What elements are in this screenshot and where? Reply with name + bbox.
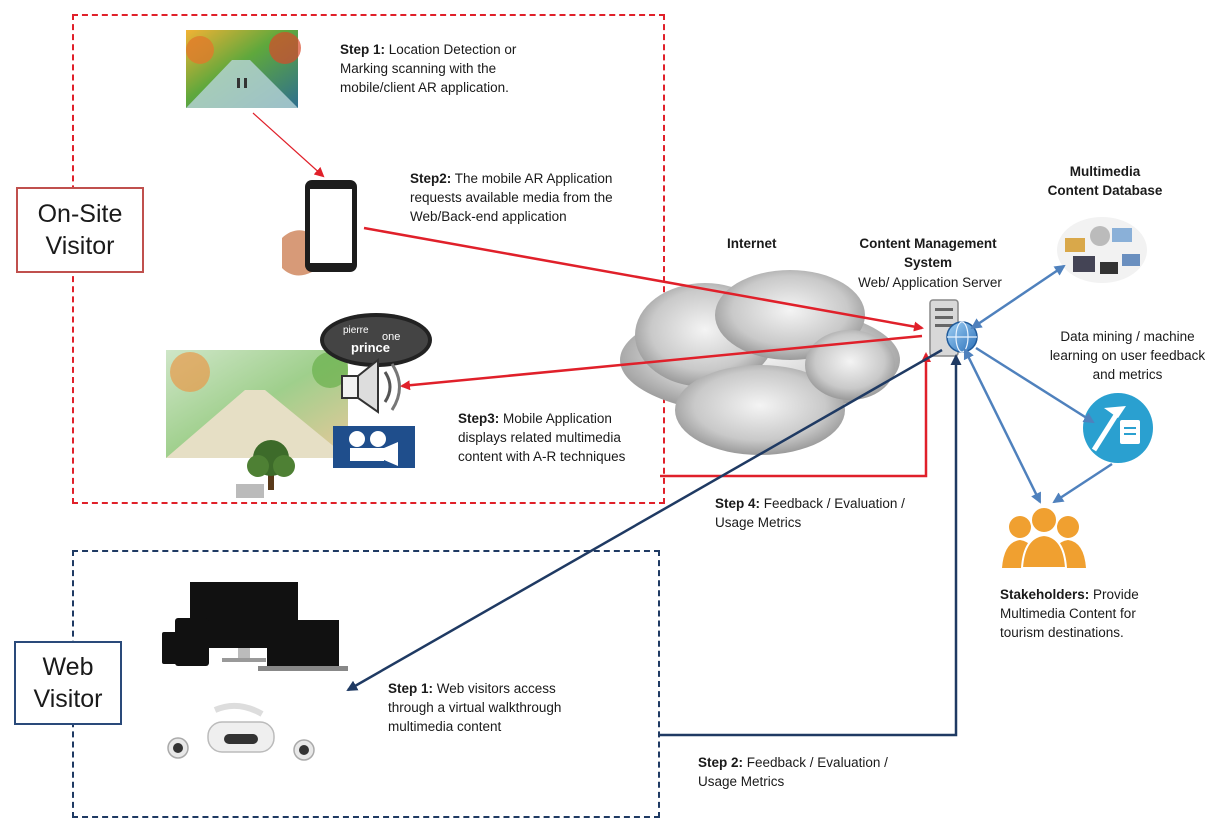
word-cloud-word: one	[382, 331, 400, 343]
stakeholders-text: Stakeholders: Provide Multimedia Content…	[1000, 587, 1139, 640]
onsite-step3-text: Step3: Mobile Application displays relat…	[458, 411, 626, 464]
data-mining-label: Data mining / machine learning on user f…	[1049, 329, 1206, 382]
stakeholder-arrow	[963, 347, 1042, 504]
db-title: Multimedia Content Database	[1047, 164, 1163, 198]
cms-subtitle: Web/ Application Server	[858, 275, 1002, 290]
onsite-step2-text: Step2: The mobile AR Application request…	[410, 171, 613, 224]
cms-title: Content Management System	[859, 236, 997, 270]
mining-stakeholder-arrow	[1052, 462, 1113, 504]
smartphone-icon	[282, 180, 357, 276]
internet-label: Internet	[727, 236, 777, 251]
web-visitor-label: Web Visitor	[14, 641, 122, 725]
vr-headset-icon	[167, 702, 315, 761]
word-cloud-icon	[320, 313, 432, 367]
database-media-icon	[1057, 217, 1147, 283]
globe-icon	[946, 321, 978, 353]
onsite-visitor-text: On-Site Visitor	[37, 200, 123, 260]
web-step1-text: Step 1: Web visitors access through a vi…	[388, 681, 562, 734]
onsite-visitor-label: On-Site Visitor	[16, 187, 144, 273]
web-step1-arrow	[346, 348, 943, 692]
web-step2-arrow	[660, 354, 962, 737]
web-step2-text: Step 2: Feedback / Evaluation / Usage Me…	[698, 755, 888, 789]
data-mining-icon	[1083, 393, 1153, 463]
word-cloud-word: prince	[351, 340, 390, 355]
onsite-step4-text: Step 4: Feedback / Evaluation / Usage Me…	[715, 496, 905, 530]
landscape-scene-icon	[166, 350, 348, 458]
step1-arrow	[252, 112, 325, 178]
step4-arrow	[660, 352, 931, 478]
step3-arrow	[400, 334, 923, 391]
landscape-painting-icon	[186, 30, 301, 108]
film-camera-icon	[333, 426, 415, 468]
step2-arrow	[363, 226, 924, 332]
web-visitor-text: Web Visitor	[33, 653, 103, 713]
speaker-icon	[341, 357, 401, 414]
db-arrow	[970, 264, 1066, 330]
word-cloud-word: pierre	[343, 325, 369, 336]
stakeholders-icon	[1002, 506, 1086, 569]
tree-icon	[236, 440, 295, 498]
devices-icon	[162, 582, 348, 671]
onsite-step1-text: Step 1: Location Detection or Marking sc…	[340, 42, 517, 95]
